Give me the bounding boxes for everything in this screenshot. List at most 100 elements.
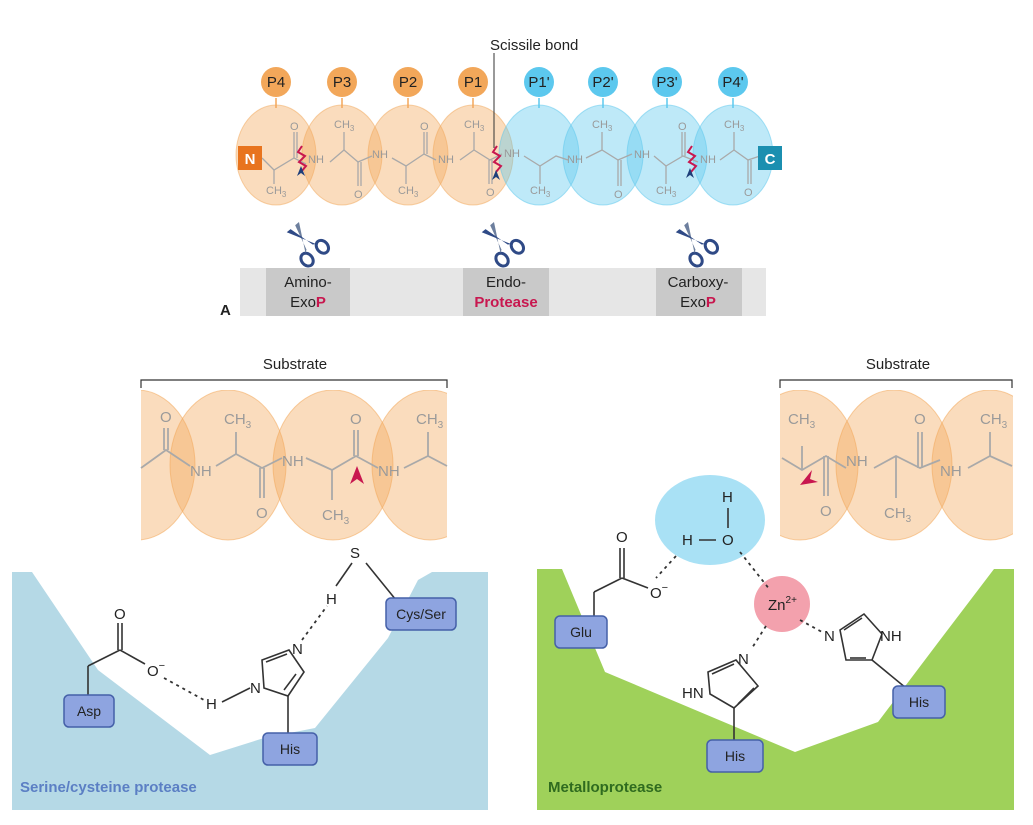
atom-ch3: CH3 [530,185,551,199]
n-terminus-badge [238,146,262,170]
scissors-icon [474,215,528,271]
svg-text:CH3: CH3 [224,411,252,431]
position-p4: P4 [261,67,291,108]
cleavage-arrowhead [350,466,364,484]
atom-o: O [354,189,363,201]
c-terminus-label: C [765,151,776,168]
backbone-atoms: O NH CH3 CH3 O NH CH3 O NH CH3 O NH CH3 … [266,119,753,201]
atom-nh: NH [567,154,583,166]
svg-text:O: O [160,409,172,426]
position-p2: P2 [393,67,423,108]
residue-asp [63,694,115,728]
svg-text:P3: P3 [333,74,351,91]
atom-ch3: CH3 [266,185,287,199]
svg-text:P1': P1' [528,74,549,91]
svg-text:NH: NH [880,628,902,645]
atom-ch3: CH3 [656,185,677,199]
svg-text:P2: P2 [399,74,417,91]
position-p1prime: P1' [524,67,554,108]
unprimed-residues [235,104,514,206]
svg-text:HN: HN [682,685,704,702]
svg-text:O: O [722,532,734,549]
panel-a: O NH CH3 CH3 O NH CH3 O NH CH3 O NH CH3 … [220,37,782,319]
residue-glu-label: Glu [570,624,592,640]
zinc-ion [754,576,810,632]
atom-nh: NH [372,149,388,161]
water-molecule [655,475,765,565]
atom-o: O [614,189,623,201]
svg-text:N: N [292,641,303,658]
metallo-substrate [780,390,1013,541]
residue-his-left-label: His [725,748,745,764]
svg-text:H: H [722,489,733,506]
carboxy-exop-box [656,268,742,316]
amino-exop-line2: ExoP [290,294,326,311]
serine-active-site [12,572,488,810]
atom-o: O [420,121,429,133]
residue-his-right-label: His [909,694,929,710]
metallo-active-site [537,569,1014,810]
svg-text:NH: NH [282,453,304,470]
svg-text:O: O [350,411,362,428]
substrate-bracket [779,379,1013,388]
cleavage-arrowhead [686,168,694,178]
svg-text:CH3: CH3 [884,505,912,525]
carboxy-exop-line1: Carboxy- [668,274,729,291]
endoprotease-box [463,268,549,316]
svg-text:O−: O− [147,660,165,680]
cleavage-arrowhead [297,166,305,176]
svg-text:O: O [914,411,926,428]
residue-his-label: His [280,741,300,757]
cleavage-zigzag [491,145,503,173]
residue-glu [554,615,608,649]
svg-text:CH3: CH3 [416,411,444,431]
metalloprotease-panel: Substrate CH3 O NH CH3 O NH CH3 [537,356,1014,810]
metallo-panel-title: Metalloprotease [548,779,662,796]
residue-cys-ser-label: Cys/Ser [396,606,446,622]
svg-text:CH3: CH3 [980,411,1008,431]
residue-his-right [892,685,946,719]
position-p1: P1 [458,67,488,108]
n-terminus-label: N [245,151,256,168]
residue-his-left [706,739,764,773]
scissors-icon [668,215,722,271]
svg-text:N: N [250,680,261,697]
svg-text:O−: O− [650,582,668,602]
svg-text:N: N [824,628,835,645]
serine-substrate-bonds: O NH CH3 O NH CH3 O NH CH3 [140,409,448,527]
substrate-bracket [140,379,448,388]
substrate-label: Substrate [866,356,930,373]
svg-text:CH3: CH3 [322,507,350,527]
atom-ch3: CH3 [334,119,355,133]
svg-text:O: O [256,505,268,522]
svg-text:H: H [326,591,337,608]
svg-text:NH: NH [190,463,212,480]
svg-text:H: H [206,696,217,713]
svg-text:O: O [616,529,628,546]
svg-text:S: S [350,545,360,562]
atom-nh: NH [308,154,324,166]
scissors-icon [279,215,333,271]
cleavage-zigzag [296,145,308,173]
atom-ch3: CH3 [398,185,419,199]
atom-o: O [486,187,495,199]
svg-text:P1: P1 [464,74,482,91]
metallo-substrate-bonds: CH3 O NH CH3 O NH CH3 [781,411,1013,525]
position-p3prime: P3' [652,67,682,108]
endoprotease-line2: Protease [474,294,537,311]
svg-text:P2': P2' [592,74,613,91]
scissile-bond-label: Scissile bond [490,37,578,54]
cleavage-marks [296,145,698,180]
atom-ch3: CH3 [724,119,745,133]
svg-text:H: H [682,532,693,549]
position-p2prime: P2' [588,67,618,108]
svg-text:P4: P4 [267,74,285,91]
atom-o: O [678,121,687,133]
metallo-coordination: H H O Zn2+ O O− N HN N [593,489,907,740]
position-p3: P3 [327,67,357,108]
svg-text:O: O [820,503,832,520]
atom-nh: NH [504,148,520,160]
atom-ch3: CH3 [464,119,485,133]
endoprotease-line1: Endo- [486,274,526,291]
